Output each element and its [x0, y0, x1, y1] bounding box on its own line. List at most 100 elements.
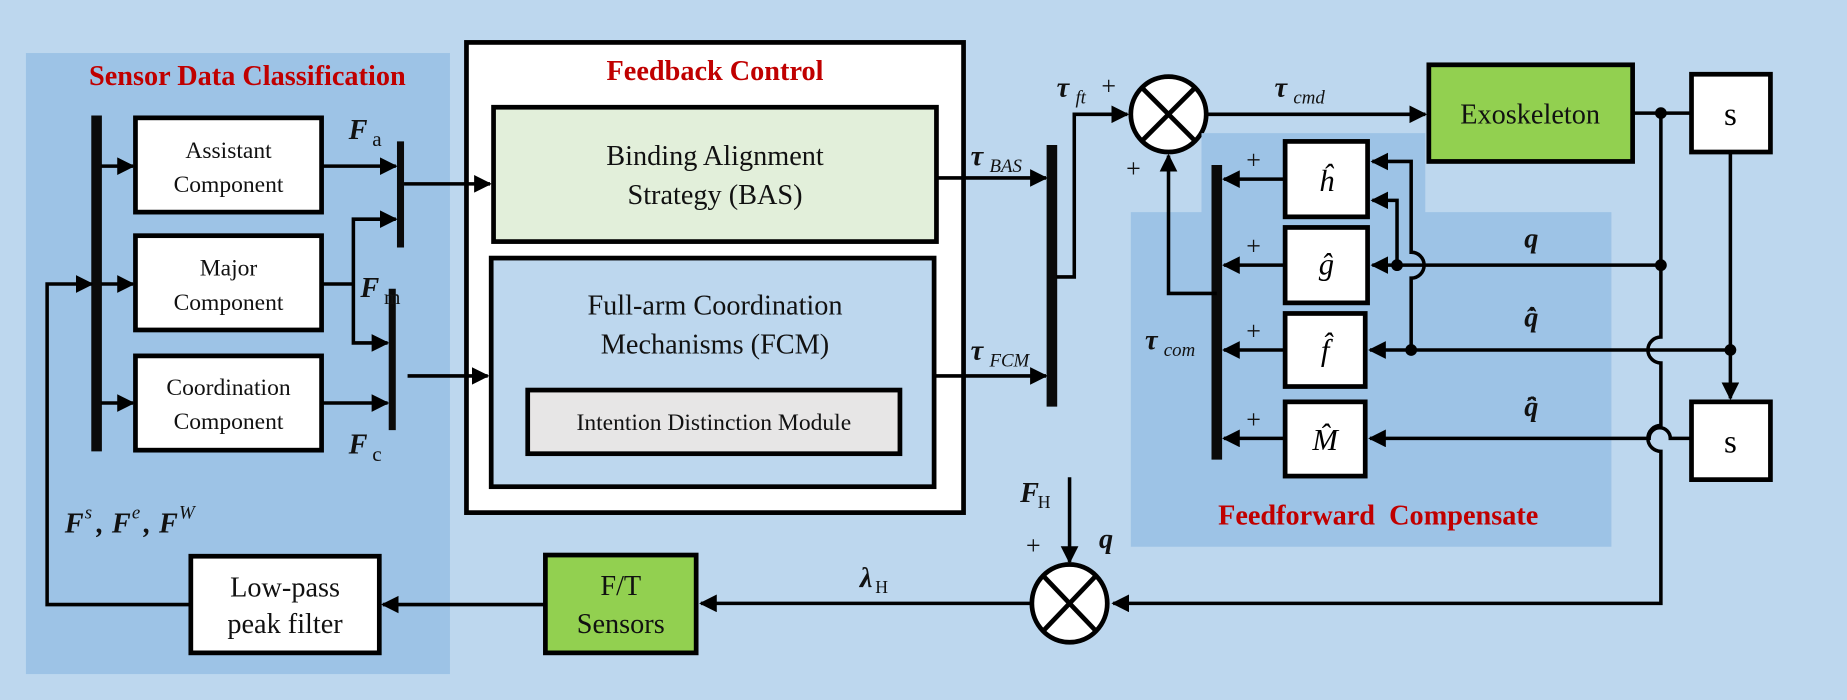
label-tau-cmd: τ cmd: [1275, 73, 1326, 109]
svg-text:τ: τ: [1145, 325, 1159, 356]
svg-text:λ: λ: [859, 563, 873, 594]
junction-dot-q: [1654, 259, 1667, 272]
bas-line2: Strategy (BAS): [627, 180, 802, 211]
intention-distinction-module: Intention Distinction Module: [525, 387, 903, 457]
bas-block: Binding Alignment Strategy (BAS): [491, 104, 939, 244]
plus-h: +: [1246, 146, 1261, 175]
svg-text:a: a: [372, 127, 382, 151]
coordination-component-block: Coordination Component: [133, 353, 324, 453]
svg-text:FCM: FCM: [988, 350, 1030, 371]
assistant-line1: Assistant: [185, 138, 272, 164]
svg-text:W: W: [179, 503, 197, 524]
label-q-bottom: q: [1099, 524, 1113, 555]
qdot-to-h-arrow: [1370, 152, 1426, 350]
svg-text:m: m: [384, 285, 401, 309]
sensor-panel-title: Sensor Data Classification: [89, 61, 406, 92]
svg-text:com: com: [1164, 340, 1195, 361]
feedforward-panel: Feedforward Compensate τ com ĥ ĝ f̂ M̂ +: [1130, 133, 1730, 547]
s-block-1: s: [1689, 71, 1773, 155]
label-tau-fcm: τ FCM: [971, 335, 1031, 371]
low-pass-line1: Low-pass: [230, 572, 340, 603]
svg-text:τ: τ: [1275, 73, 1289, 104]
major-line1: Major: [200, 256, 258, 282]
plus-sign-com: +: [1126, 154, 1141, 183]
label-f-m: F m: [359, 273, 401, 309]
ft-sensors-block: F/T Sensors: [543, 552, 699, 656]
label-tau-ft: τ ft: [1057, 73, 1087, 109]
svg-text:F: F: [1019, 478, 1039, 509]
summing-junction-human: [1029, 562, 1110, 645]
svg-text:F: F: [348, 430, 368, 461]
filter-to-bus-arrow: [45, 275, 191, 607]
ft-line1: F/T: [600, 571, 641, 602]
feedforward-panel-title: Feedforward Compensate: [1218, 500, 1538, 531]
label-f-h: F H: [1019, 478, 1051, 512]
svg-text:F: F: [158, 509, 178, 540]
svg-text:cmd: cmd: [1293, 88, 1325, 109]
sensor-data-panel: Sensor Data Classification Assistant Com…: [25, 53, 450, 675]
label-q: q: [1524, 223, 1538, 254]
svg-text:ft: ft: [1075, 88, 1086, 109]
g-hat-block: ĝ: [1282, 225, 1370, 306]
plus-human: +: [1026, 531, 1041, 560]
major-to-mux1-arrow: [351, 210, 398, 285]
feedforward-panel-bg: [1130, 133, 1612, 547]
feedback-control-panel: Feedback Control Binding Alignment Strat…: [404, 40, 966, 515]
q-to-h-arrow: [1370, 191, 1399, 266]
label-fs-fe-fw: F s , F e , F W: [64, 503, 197, 540]
plus-g: +: [1246, 232, 1261, 261]
label-q-dot-hat: q̇̂: [1524, 302, 1538, 333]
label-q-ddot-hat: q̈̂: [1524, 392, 1538, 423]
fcm-block: Full-arm Coordination Mechanisms (FCM) I…: [488, 255, 937, 490]
svg-text:,: ,: [143, 509, 151, 540]
svg-text:M̂: M̂: [1311, 423, 1339, 457]
svg-text:s: s: [1724, 97, 1737, 133]
h-hat-block: ĥ: [1282, 139, 1370, 220]
label-tau-com: τ com: [1145, 325, 1195, 361]
low-pass-filter-block: Low-pass peak filter: [188, 553, 382, 656]
svg-text:H: H: [1038, 492, 1051, 512]
label-f-c: F c: [348, 430, 382, 466]
feedback-panel-title: Feedback Control: [607, 56, 824, 87]
svg-text:BAS: BAS: [989, 156, 1022, 177]
plus-f: +: [1246, 316, 1261, 345]
svg-text:F: F: [111, 509, 131, 540]
f-hat-block: f̂: [1282, 311, 1368, 389]
fcm-line1: Full-arm Coordination: [587, 291, 842, 322]
summing-junction-cmd: [1128, 74, 1209, 155]
coordination-line2: Component: [174, 409, 284, 435]
major-to-mux2-arrow: [351, 284, 390, 352]
fcm-line2: Mechanisms (FCM): [601, 330, 829, 361]
svg-text:F: F: [348, 115, 368, 146]
major-component-block: Major Component: [133, 233, 324, 333]
coordination-line1: Coordination: [166, 375, 290, 401]
major-line2: Component: [174, 290, 284, 316]
bas-line1: Binding Alignment: [606, 141, 824, 172]
junction-dot-qdot: [1724, 344, 1737, 356]
label-tau-bas: τ BAS: [971, 141, 1023, 177]
idm-label: Intention Distinction Module: [577, 410, 852, 436]
assistant-line2: Component: [174, 172, 284, 198]
ft-line2: Sensors: [577, 609, 665, 640]
tau-ft-line: [1056, 105, 1130, 279]
svg-text:τ: τ: [971, 141, 985, 172]
tau-com-line: [1159, 153, 1217, 296]
plus-sign-ft: +: [1101, 71, 1116, 100]
svg-text:s: s: [85, 503, 92, 524]
svg-text:s: s: [1724, 425, 1737, 461]
assistant-component-block: Assistant Component: [133, 115, 324, 215]
low-pass-line2: peak filter: [227, 609, 343, 640]
plus-m: +: [1246, 405, 1261, 434]
svg-text:F: F: [359, 273, 379, 304]
svg-text:ĥ: ĥ: [1319, 163, 1335, 198]
svg-text:c: c: [372, 442, 381, 466]
svg-text:,: ,: [96, 509, 104, 540]
svg-text:H: H: [875, 577, 888, 597]
svg-text:F: F: [64, 509, 84, 540]
m-hat-block: M̂: [1282, 399, 1368, 479]
s-block-2: s: [1689, 399, 1773, 482]
q-feedback-line: [1111, 113, 1663, 613]
exoskeleton-label: Exoskeleton: [1460, 100, 1600, 131]
svg-text:e: e: [132, 503, 140, 524]
